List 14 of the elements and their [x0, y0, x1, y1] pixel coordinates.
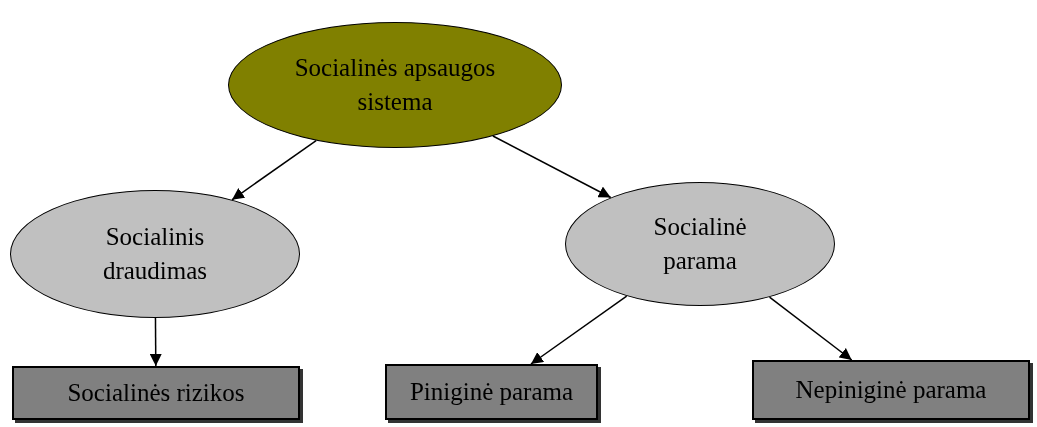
- node-label: Nepiniginė parama: [795, 375, 987, 405]
- node-label: Socialinė parama: [652, 212, 748, 276]
- arrow: [149, 317, 162, 367]
- node-label: Socialinės apsaugos sistema: [293, 53, 497, 117]
- arrow: [768, 296, 853, 361]
- category-box: [752, 360, 1030, 420]
- arrow: [530, 295, 628, 365]
- node-label: Socialinės rizikos: [67, 378, 245, 408]
- category-box: [12, 366, 300, 420]
- node-label: Piniginė parama: [409, 377, 574, 407]
- category-box: [385, 364, 598, 420]
- arrow: [231, 139, 317, 201]
- node-label: Socialinis draudimas: [101, 222, 209, 286]
- arrow: [492, 135, 612, 199]
